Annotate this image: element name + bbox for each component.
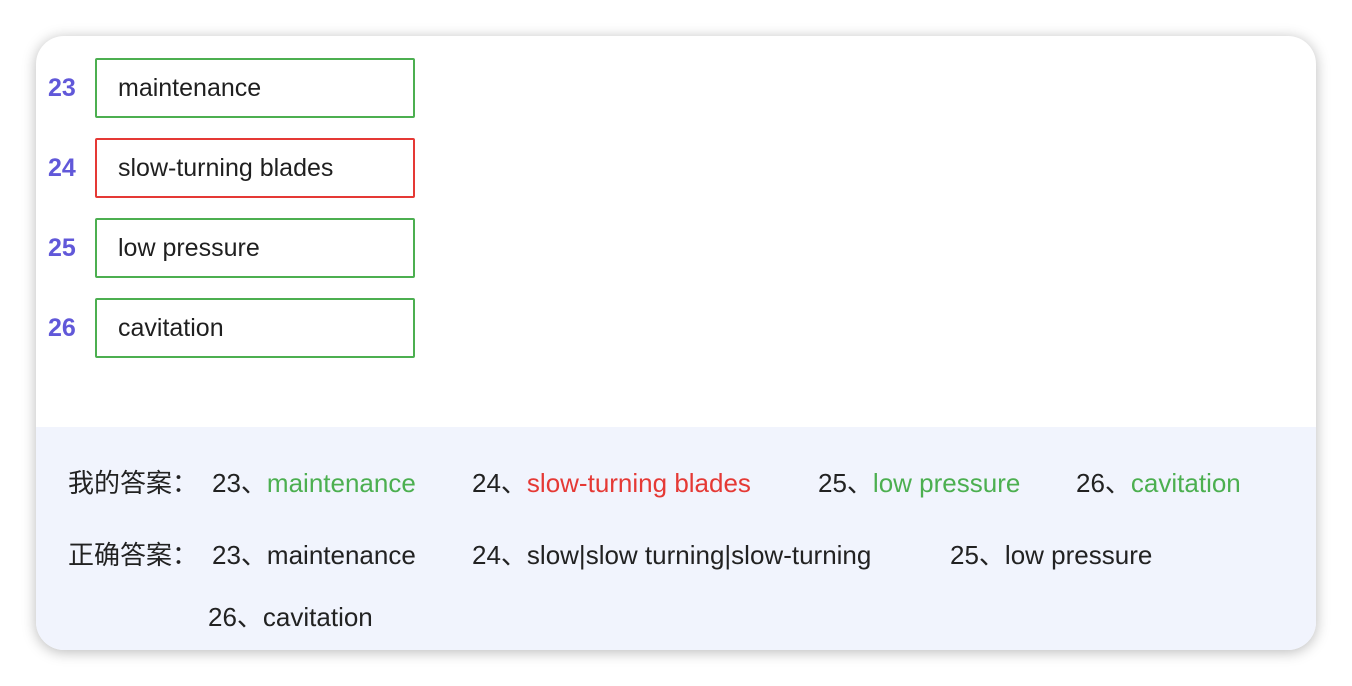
my-answer-prefix: 25、 xyxy=(818,468,873,498)
question-number: 25 xyxy=(48,234,76,262)
correct-answer-text: slow|slow turning|slow-turning xyxy=(526,540,872,570)
my-answer-prefix: 26、 xyxy=(1076,468,1131,498)
question-number: 26 xyxy=(48,314,76,342)
answer-field-value: slow-turning blades xyxy=(118,154,334,182)
correct-answer-prefix: 25、 xyxy=(950,540,1005,570)
my-answer-text: cavitation xyxy=(1130,468,1241,498)
my-answer-prefix: 24、 xyxy=(472,468,527,498)
my-answer-text: low pressure xyxy=(872,468,1021,498)
correct-answer-prefix: 24、 xyxy=(472,540,527,570)
my-answer-item: 23、maintenance xyxy=(212,465,416,501)
my-answer-text: maintenance xyxy=(266,468,416,498)
answer-field-value: low pressure xyxy=(118,234,260,262)
correct-answer-text: cavitation xyxy=(262,602,373,632)
result-card: 23 maintenance 24 slow-turning blades 25… xyxy=(36,36,1316,650)
answer-field-24[interactable]: slow-turning blades xyxy=(95,138,415,198)
question-row-26: 26 cavitation xyxy=(36,298,456,358)
answer-field-25[interactable]: low pressure xyxy=(95,218,415,278)
question-list: 23 maintenance 24 slow-turning blades 25… xyxy=(36,36,1316,427)
my-answers-label: 我的答案： xyxy=(68,468,199,498)
correct-answer-text: low pressure xyxy=(1004,540,1153,570)
my-answer-item: 26、cavitation xyxy=(1076,465,1241,501)
correct-answer-text: maintenance xyxy=(266,540,416,570)
answer-field-value: cavitation xyxy=(118,314,224,342)
correct-answer-prefix: 23、 xyxy=(212,540,267,570)
answer-field-23[interactable]: maintenance xyxy=(95,58,415,118)
question-number: 23 xyxy=(48,74,76,102)
correct-answer-item: 25、low pressure xyxy=(950,537,1152,573)
question-row-23: 23 maintenance xyxy=(36,58,456,118)
my-answer-item: 24、slow-turning blades xyxy=(472,465,751,501)
question-row-24: 24 slow-turning blades xyxy=(36,138,456,198)
answer-summary: 我的答案： 23、maintenance 24、slow-turning bla… xyxy=(36,427,1316,650)
my-answer-text: slow-turning blades xyxy=(526,468,751,498)
answer-field-value: maintenance xyxy=(118,74,262,102)
question-number: 24 xyxy=(48,154,76,182)
correct-answer-item: 26、cavitation xyxy=(208,599,373,635)
correct-answer-item: 24、slow|slow turning|slow-turning xyxy=(472,537,871,573)
correct-answers-label: 正确答案： xyxy=(68,540,199,570)
correct-answer-item: 23、maintenance xyxy=(212,537,416,573)
my-answer-prefix: 23、 xyxy=(212,468,267,498)
question-row-25: 25 low pressure xyxy=(36,218,456,278)
correct-answer-prefix: 26、 xyxy=(208,602,263,632)
answer-field-26[interactable]: cavitation xyxy=(95,298,415,358)
my-answer-item: 25、low pressure xyxy=(818,465,1020,501)
